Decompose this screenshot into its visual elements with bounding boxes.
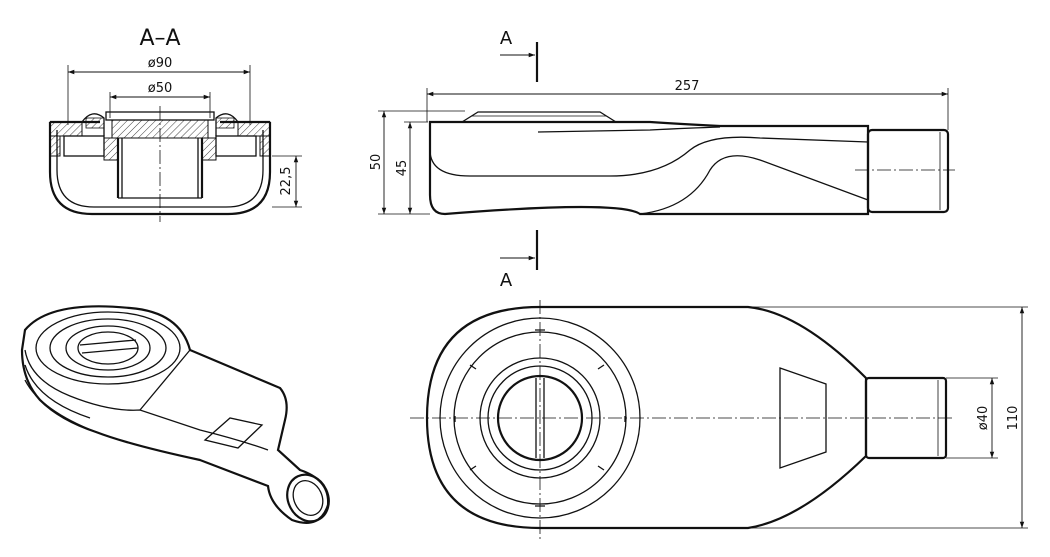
section-marker-bottom: A xyxy=(500,230,539,291)
total-height-label: 50 xyxy=(369,154,384,171)
side-body xyxy=(428,111,955,216)
dimension-width: 110 xyxy=(748,306,1028,529)
section-marker-bottom-label: A xyxy=(500,270,513,291)
section-view-a-a: A–A ø90 ø50 xyxy=(48,26,302,222)
dimension-length: 257 xyxy=(426,79,949,130)
inner-diameter-label: ø50 xyxy=(148,81,173,96)
dimension-outer-diameter: ø90 xyxy=(67,56,251,125)
depth-label: 22,5 xyxy=(279,167,294,196)
width-label: 110 xyxy=(1006,406,1021,431)
top-view: ø40 110 xyxy=(410,300,1028,540)
section-title: A–A xyxy=(139,26,180,51)
side-view: A A 257 50 45 xyxy=(369,28,955,291)
dimension-outlet-diameter: ø40 xyxy=(946,377,998,459)
dimension-depth: 22,5 xyxy=(272,155,302,208)
dimension-inner-diameter: ø50 xyxy=(109,81,211,118)
outer-diameter-label: ø90 xyxy=(148,56,173,71)
dimension-body-height: 45 xyxy=(395,121,428,214)
length-label: 257 xyxy=(675,79,700,94)
section-marker-top-label: A xyxy=(500,28,513,49)
section-marker-top: A xyxy=(500,28,539,82)
dimension-total-height: 50 xyxy=(369,110,465,215)
outlet-diameter-label: ø40 xyxy=(976,406,991,431)
section-body xyxy=(48,106,272,222)
isometric-view xyxy=(20,305,330,524)
body-height-label: 45 xyxy=(395,160,410,177)
